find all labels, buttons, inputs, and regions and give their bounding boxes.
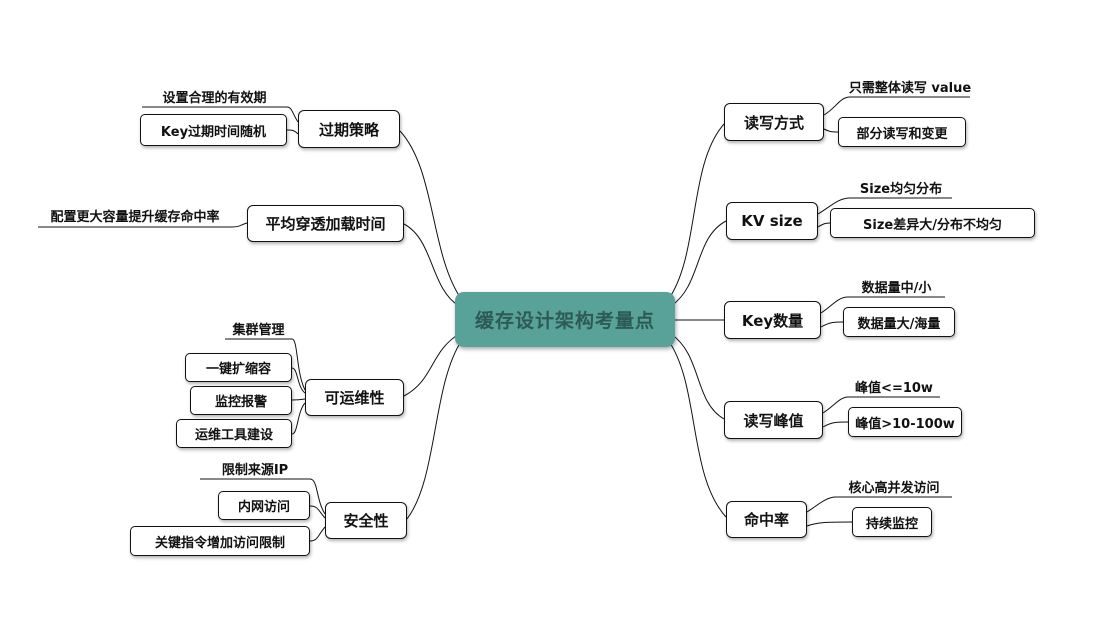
- child-one-click-scaling[interactable]: 一键扩缩容: [185, 353, 292, 382]
- child-restrict-source-ip[interactable]: 限制来源IP: [221, 463, 289, 478]
- branch-avg-penetration-load-time[interactable]: 平均穿透加载时间: [247, 205, 404, 242]
- branch-read-write-mode[interactable]: 读写方式: [724, 103, 824, 141]
- child-intranet-access[interactable]: 内网访问: [218, 491, 310, 520]
- child-bigger-capacity-hit-rate[interactable]: 配置更大容量提升缓存命中率: [50, 210, 220, 225]
- child-size-uneven[interactable]: Size差异大/分布不均匀: [830, 208, 1035, 238]
- child-partial-rw-change[interactable]: 部分读写和变更: [838, 117, 966, 147]
- child-peak-10-100w[interactable]: 峰值>10-100w: [848, 407, 962, 437]
- central-topic[interactable]: 缓存设计架构考量点: [455, 292, 675, 347]
- branch-kv-size[interactable]: KV size: [726, 202, 818, 240]
- child-size-uniform[interactable]: Size均匀分布: [859, 182, 943, 197]
- child-reasonable-ttl[interactable]: 设置合理的有效期: [162, 91, 267, 106]
- branch-operability[interactable]: 可运维性: [305, 379, 404, 416]
- child-key-ttl-random[interactable]: Key过期时间随机: [140, 114, 287, 146]
- child-cluster-management[interactable]: 集群管理: [232, 323, 285, 338]
- child-data-volume-large[interactable]: 数据量大/海量: [843, 307, 955, 337]
- child-whole-value-rw[interactable]: 只需整体读写 value: [848, 81, 972, 96]
- child-peak-under-10w[interactable]: 峰值<=10w: [855, 381, 933, 396]
- branch-key-count[interactable]: Key数量: [724, 301, 821, 339]
- child-monitoring-alerts[interactable]: 监控报警: [190, 386, 292, 415]
- child-critical-command-restriction[interactable]: 关键指令增加访问限制: [130, 526, 310, 556]
- branch-security[interactable]: 安全性: [325, 502, 407, 539]
- child-ops-tooling[interactable]: 运维工具建设: [176, 419, 292, 448]
- child-core-high-concurrency[interactable]: 核心高并发访问: [848, 481, 940, 496]
- branch-hit-rate[interactable]: 命中率: [726, 501, 807, 538]
- branch-rw-peak[interactable]: 读写峰值: [724, 401, 823, 439]
- child-continuous-monitoring[interactable]: 持续监控: [852, 507, 932, 537]
- branch-expiration-policy[interactable]: 过期策略: [298, 110, 400, 148]
- child-data-volume-small[interactable]: 数据量中/小: [861, 281, 932, 296]
